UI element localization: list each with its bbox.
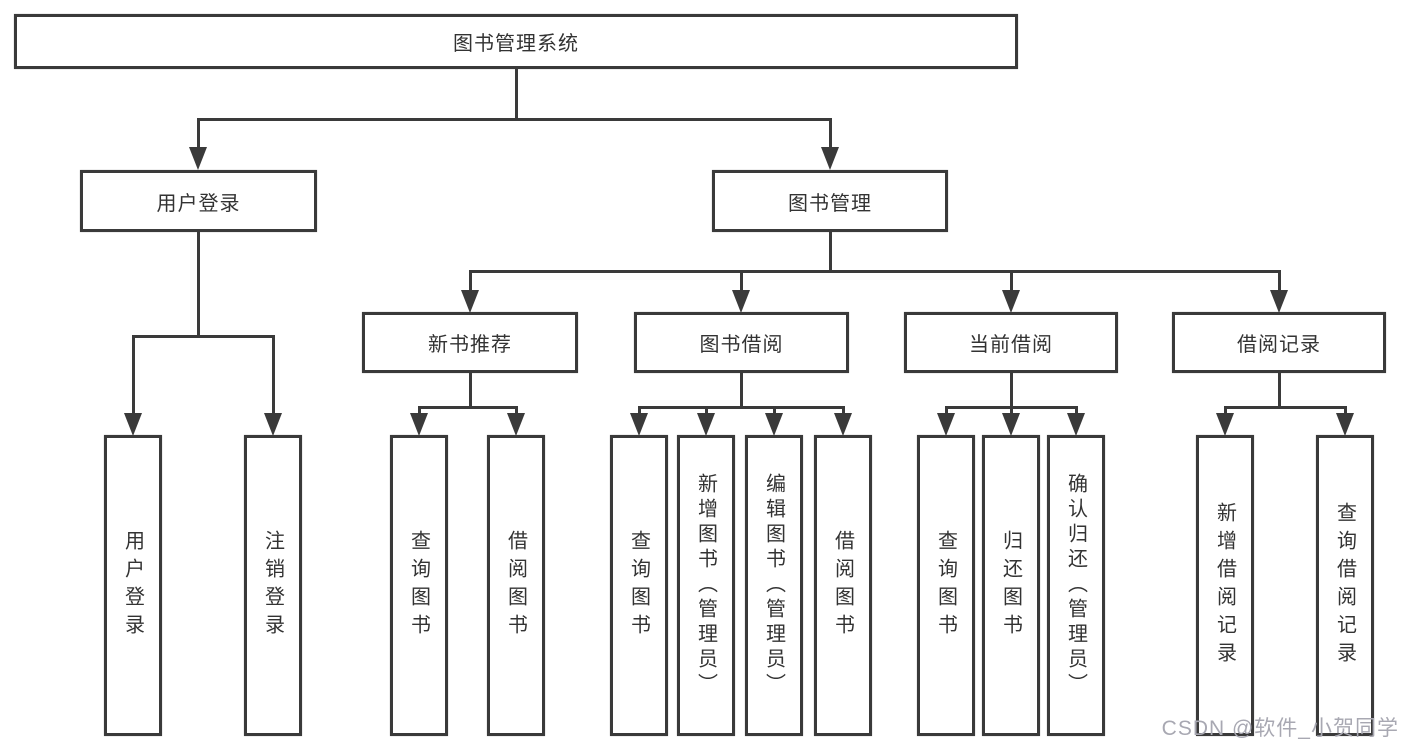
leaf-query-books-recommend: 查询图书 <box>390 435 448 736</box>
node-label: 新书推荐 <box>428 334 512 356</box>
connector-drop <box>515 406 518 415</box>
connector-book-mgmt-rail <box>469 270 1281 273</box>
arrowhead-leaf-login <box>124 413 142 436</box>
leaf-edit-books-admin: 编辑图书（管理员） <box>745 435 803 736</box>
node-label: 用户登录 <box>121 529 144 642</box>
connector-drop-leaf-login <box>132 335 135 414</box>
connector-drop <box>638 406 641 415</box>
node-label: 借阅图书 <box>504 529 527 642</box>
connector-drop-current-borrow <box>1010 270 1013 292</box>
node-book-management: 图书管理 <box>712 170 948 232</box>
connector-drop <box>705 406 708 415</box>
arrowhead <box>834 413 852 436</box>
connector-book-borrow-rail <box>638 406 845 409</box>
node-borrow-records: 借阅记录 <box>1172 312 1386 373</box>
leaf-query-books-current: 查询图书 <box>917 435 975 736</box>
connector-book-mgmt-stem <box>829 232 832 272</box>
node-user-login: 用户登录 <box>80 170 317 232</box>
connector-drop-borrow-records <box>1278 270 1281 292</box>
arrowhead <box>765 413 783 436</box>
leaf-borrow-books-recommend: 借阅图书 <box>487 435 545 736</box>
arrowhead-book-mgmt <box>821 147 839 170</box>
connector-book-borrow-stem <box>740 373 743 408</box>
connector-drop <box>773 406 776 415</box>
node-label: 确认归还（管理员） <box>1064 473 1087 698</box>
leaf-query-borrow-record: 查询借阅记录 <box>1316 435 1374 736</box>
leaf-logout: 注销登录 <box>244 435 302 736</box>
connector-new-books-stem <box>469 373 472 408</box>
leaf-borrow-books: 借阅图书 <box>814 435 872 736</box>
arrowhead <box>1336 413 1354 436</box>
arrowhead-borrow-records <box>1270 290 1288 313</box>
leaf-query-books: 查询图书 <box>610 435 668 736</box>
node-label: 当前借阅 <box>969 334 1053 356</box>
node-label: 编辑图书（管理员） <box>762 473 785 698</box>
node-label: 查询图书 <box>407 529 430 642</box>
connector-drop <box>945 406 948 415</box>
node-book-borrowing: 图书借阅 <box>634 312 849 373</box>
connector-drop-book-borrow <box>740 270 743 292</box>
leaf-add-borrow-record: 新增借阅记录 <box>1196 435 1254 736</box>
connector-current-borrow-stem <box>1010 373 1013 408</box>
arrowhead <box>1067 413 1085 436</box>
node-label: 用户登录 <box>156 192 241 215</box>
arrowhead-user-login <box>189 147 207 170</box>
arrowhead <box>507 413 525 436</box>
node-label: 查询图书 <box>627 529 650 642</box>
node-label: 查询借阅记录 <box>1333 501 1356 670</box>
node-label: 新增图书（管理员） <box>694 473 717 698</box>
node-new-book-recommend: 新书推荐 <box>362 312 578 373</box>
node-label: 归还图书 <box>999 529 1022 642</box>
connector-drop <box>1344 406 1347 415</box>
arrowhead-book-borrow <box>732 290 750 313</box>
connector-drop <box>1075 406 1078 415</box>
connector-drop <box>842 406 845 415</box>
connector-drop-new-books <box>469 270 472 292</box>
connector-new-books-rail <box>418 406 518 409</box>
leaf-add-books-admin: 新增图书（管理员） <box>677 435 735 736</box>
connector-drop-leaf-logout <box>272 335 275 414</box>
node-label: 借阅图书 <box>831 529 854 642</box>
arrowhead <box>1216 413 1234 436</box>
node-root-library-system: 图书管理系统 <box>14 14 1018 69</box>
connector-drop <box>1224 406 1227 415</box>
node-current-borrowing: 当前借阅 <box>904 312 1118 373</box>
arrowhead <box>937 413 955 436</box>
arrowhead <box>697 413 715 436</box>
arrowhead-leaf-logout <box>264 413 282 436</box>
leaf-user-login: 用户登录 <box>104 435 162 736</box>
arrowhead <box>630 413 648 436</box>
node-label: 新增借阅记录 <box>1213 501 1236 670</box>
leaf-return-books: 归还图书 <box>982 435 1040 736</box>
leaf-confirm-return-admin: 确认归还（管理员） <box>1047 435 1105 736</box>
arrowhead-current-borrow <box>1002 290 1020 313</box>
node-label: 查询图书 <box>934 529 957 642</box>
connector-drop-book-mgmt <box>829 118 832 148</box>
connector-user-login-rail <box>132 335 274 338</box>
node-label: 图书管理系统 <box>453 33 579 55</box>
connector-borrow-records-rail <box>1224 406 1347 409</box>
connector-drop-user-login <box>197 118 200 148</box>
connector-user-login-stem <box>197 232 200 337</box>
connector-borrow-records-stem <box>1278 373 1281 408</box>
connector-drop <box>418 406 421 415</box>
node-label: 图书借阅 <box>699 334 784 356</box>
node-label: 注销登录 <box>261 529 284 642</box>
arrowhead <box>410 413 428 436</box>
node-label: 图书管理 <box>788 192 872 215</box>
connector-drop <box>1010 406 1013 415</box>
connector-root-stem <box>515 69 518 119</box>
arrowhead-new-books <box>461 290 479 313</box>
arrowhead <box>1002 413 1020 436</box>
connector-root-rail <box>197 118 832 121</box>
node-label: 借阅记录 <box>1237 334 1321 356</box>
